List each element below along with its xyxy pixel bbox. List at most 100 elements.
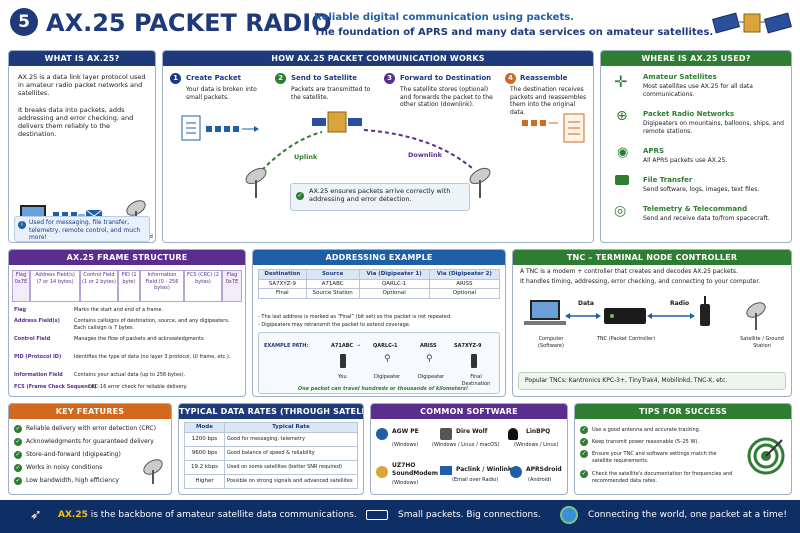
tip-4: Check the satellite's documentation for …	[592, 471, 733, 484]
check-icon: ✓	[14, 438, 22, 446]
radio-icon-final	[471, 354, 477, 368]
tnc-diagram	[524, 296, 766, 330]
what-panel: WHAT IS AX.25? AX.25 is a data link laye…	[8, 50, 156, 243]
tnc-title: TNC – TERMINAL NODE CONTROLLER	[513, 250, 791, 265]
laptop-icon	[524, 300, 566, 325]
antenna-icon: ⊕	[616, 108, 628, 124]
step1-title: Create Packet	[186, 74, 241, 82]
where-file-desc: Send software, logs, images, text files.	[643, 186, 760, 193]
step3-number: 3	[384, 73, 395, 84]
tip-2: Keep transmit power reasonable (5–25 W).	[592, 439, 699, 445]
frame-row-info-val: Contains your actual data (up to 256 byt…	[74, 372, 186, 378]
rates-r0-rate: Good for messaging, telemetry	[224, 431, 358, 447]
feature-5: Low bandwidth, high efficiency	[26, 477, 119, 484]
step2-desc: Packets are transmitted to the satellite…	[291, 86, 371, 101]
frame-title: AX.25 FRAME STRUCTURE	[9, 250, 245, 265]
frame-row-fcs-val: CRC-16 error check for reliable delivery…	[88, 384, 188, 390]
tnc-popular: Popular TNCs: Kantronics KPC-3+, TinyTra…	[518, 372, 786, 390]
feature-3: Store-and-forward (digipeating)	[26, 451, 121, 458]
radio-arrow	[647, 313, 695, 319]
target-icon	[747, 437, 785, 475]
frame-cell-address: Address Field(s) (7 or 14 bytes)	[30, 270, 80, 302]
how-note-text: AX.25 ensures packets arrive correctly w…	[309, 187, 451, 203]
rates-title: TYPICAL DATA RATES (THROUGH SATELLITES)	[179, 404, 363, 419]
software-4-name: UZ7HO SoundModem	[392, 462, 438, 477]
feature-1: Reliable delivery with error detection (…	[26, 425, 156, 432]
footer-text-1-rest: is the backbone of amateur satellite dat…	[87, 510, 357, 520]
step4-desc: The destination receives packets and rea…	[510, 86, 587, 116]
software-2-os: (Windows / Linux / macOS)	[432, 442, 500, 448]
orbit-satellite-icon	[312, 111, 362, 133]
step4-title: Reassemble	[520, 74, 568, 82]
linux-icon	[508, 428, 518, 440]
rates-r1-mode: 9600 bps	[184, 445, 225, 461]
check-icon: ✓	[580, 426, 588, 434]
path-hop-3: ARISS	[420, 343, 437, 349]
tips-panel: TIPS FOR SUCCESS	[574, 403, 792, 495]
what-note-text: Used for messaging, file transfer, telem…	[29, 219, 141, 241]
frame-row-info-key: Information Field	[14, 372, 63, 378]
footer-text-3: Connecting the world, one packet at a ti…	[588, 510, 787, 520]
check-icon: ✓	[14, 477, 22, 485]
tnc-cap-station: Satellite / Ground Station	[740, 336, 784, 349]
downlink-arrow	[363, 129, 473, 169]
rates-h-rate: Typical Rate	[224, 422, 358, 433]
document-icon	[181, 115, 201, 141]
frame-cell-pid: PID (1 byte)	[118, 270, 140, 302]
tnc-data-label: Data	[578, 300, 594, 307]
software-1-os: (Windows)	[392, 442, 419, 448]
addr-r0-c3: ARISS	[428, 278, 501, 289]
packet-icons	[206, 126, 259, 132]
addr-r0-c1: A71ABC	[305, 278, 360, 289]
software-1-name: AGW PE	[392, 428, 419, 435]
handheld-radio-icon	[700, 296, 710, 326]
satellite-small-icon: ✛	[614, 72, 628, 91]
what-title: WHAT IS AX.25?	[9, 51, 155, 66]
frame-row-ctrl-val: Manages the flow of packets and acknowle…	[74, 336, 206, 342]
info-icon: i	[18, 221, 26, 229]
footer-highlight: AX.25	[58, 510, 88, 520]
addr-r1-c1: Source Station	[305, 288, 360, 299]
check-icon: ✓	[14, 464, 22, 472]
folder-icon	[615, 175, 629, 185]
path-cap-4: Final Destination	[461, 374, 491, 387]
software-title: COMMON SOFTWARE	[371, 404, 567, 419]
where-net-title: Packet Radio Networks	[643, 110, 735, 118]
software-5-name: Paclink / Winlink	[456, 466, 512, 473]
where-sat-title: Amateur Satellites	[643, 73, 717, 81]
rates-r2-mode: 19.2 kbps	[184, 459, 225, 475]
telemetry-icon: ◎	[614, 203, 627, 219]
feature-4: Works in noisy conditions	[26, 464, 103, 471]
check-icon: ✓	[296, 192, 304, 200]
features-panel: KEY FEATURES	[8, 403, 172, 495]
frame-row-addr-key: Address Field(s)	[14, 318, 60, 324]
features-dish-icon	[143, 459, 163, 484]
path-hop-2: QARLC-1	[373, 343, 398, 349]
feature-2: Acknowledgments for guaranteed delivery	[26, 438, 154, 445]
tnc-p2: It handles timing, addressing, error che…	[520, 278, 761, 285]
footer-text-1: AX.25 is the backbone of amateur satelli…	[58, 510, 357, 520]
what-note: i Used for messaging, file transfer, tel…	[14, 216, 150, 242]
how-note: ✓ AX.25 ensures packets arrive correctly…	[290, 183, 470, 211]
step3-title: Forward to Destination	[400, 74, 492, 82]
frame-row-pid-val: Identifies the type of data (no layer 3 …	[74, 354, 231, 360]
subtitle-2: The foundation of APRS and many data ser…	[314, 27, 714, 38]
check-icon: ✓	[580, 450, 588, 458]
tnc-box-icon	[604, 308, 646, 324]
mail-icon	[440, 466, 452, 475]
subtitle-1: Reliable digital communication using pac…	[314, 12, 574, 23]
rates-r1-rate: Good balance of speed & reliability	[224, 445, 358, 461]
footer-bar: ➶ AX.25 is the backbone of amateur satel…	[0, 500, 800, 533]
rates-h-mode: Mode	[184, 422, 225, 433]
addr-r1-c2: Optional	[358, 288, 430, 299]
frame-row-flag-key: Flag	[14, 307, 27, 313]
